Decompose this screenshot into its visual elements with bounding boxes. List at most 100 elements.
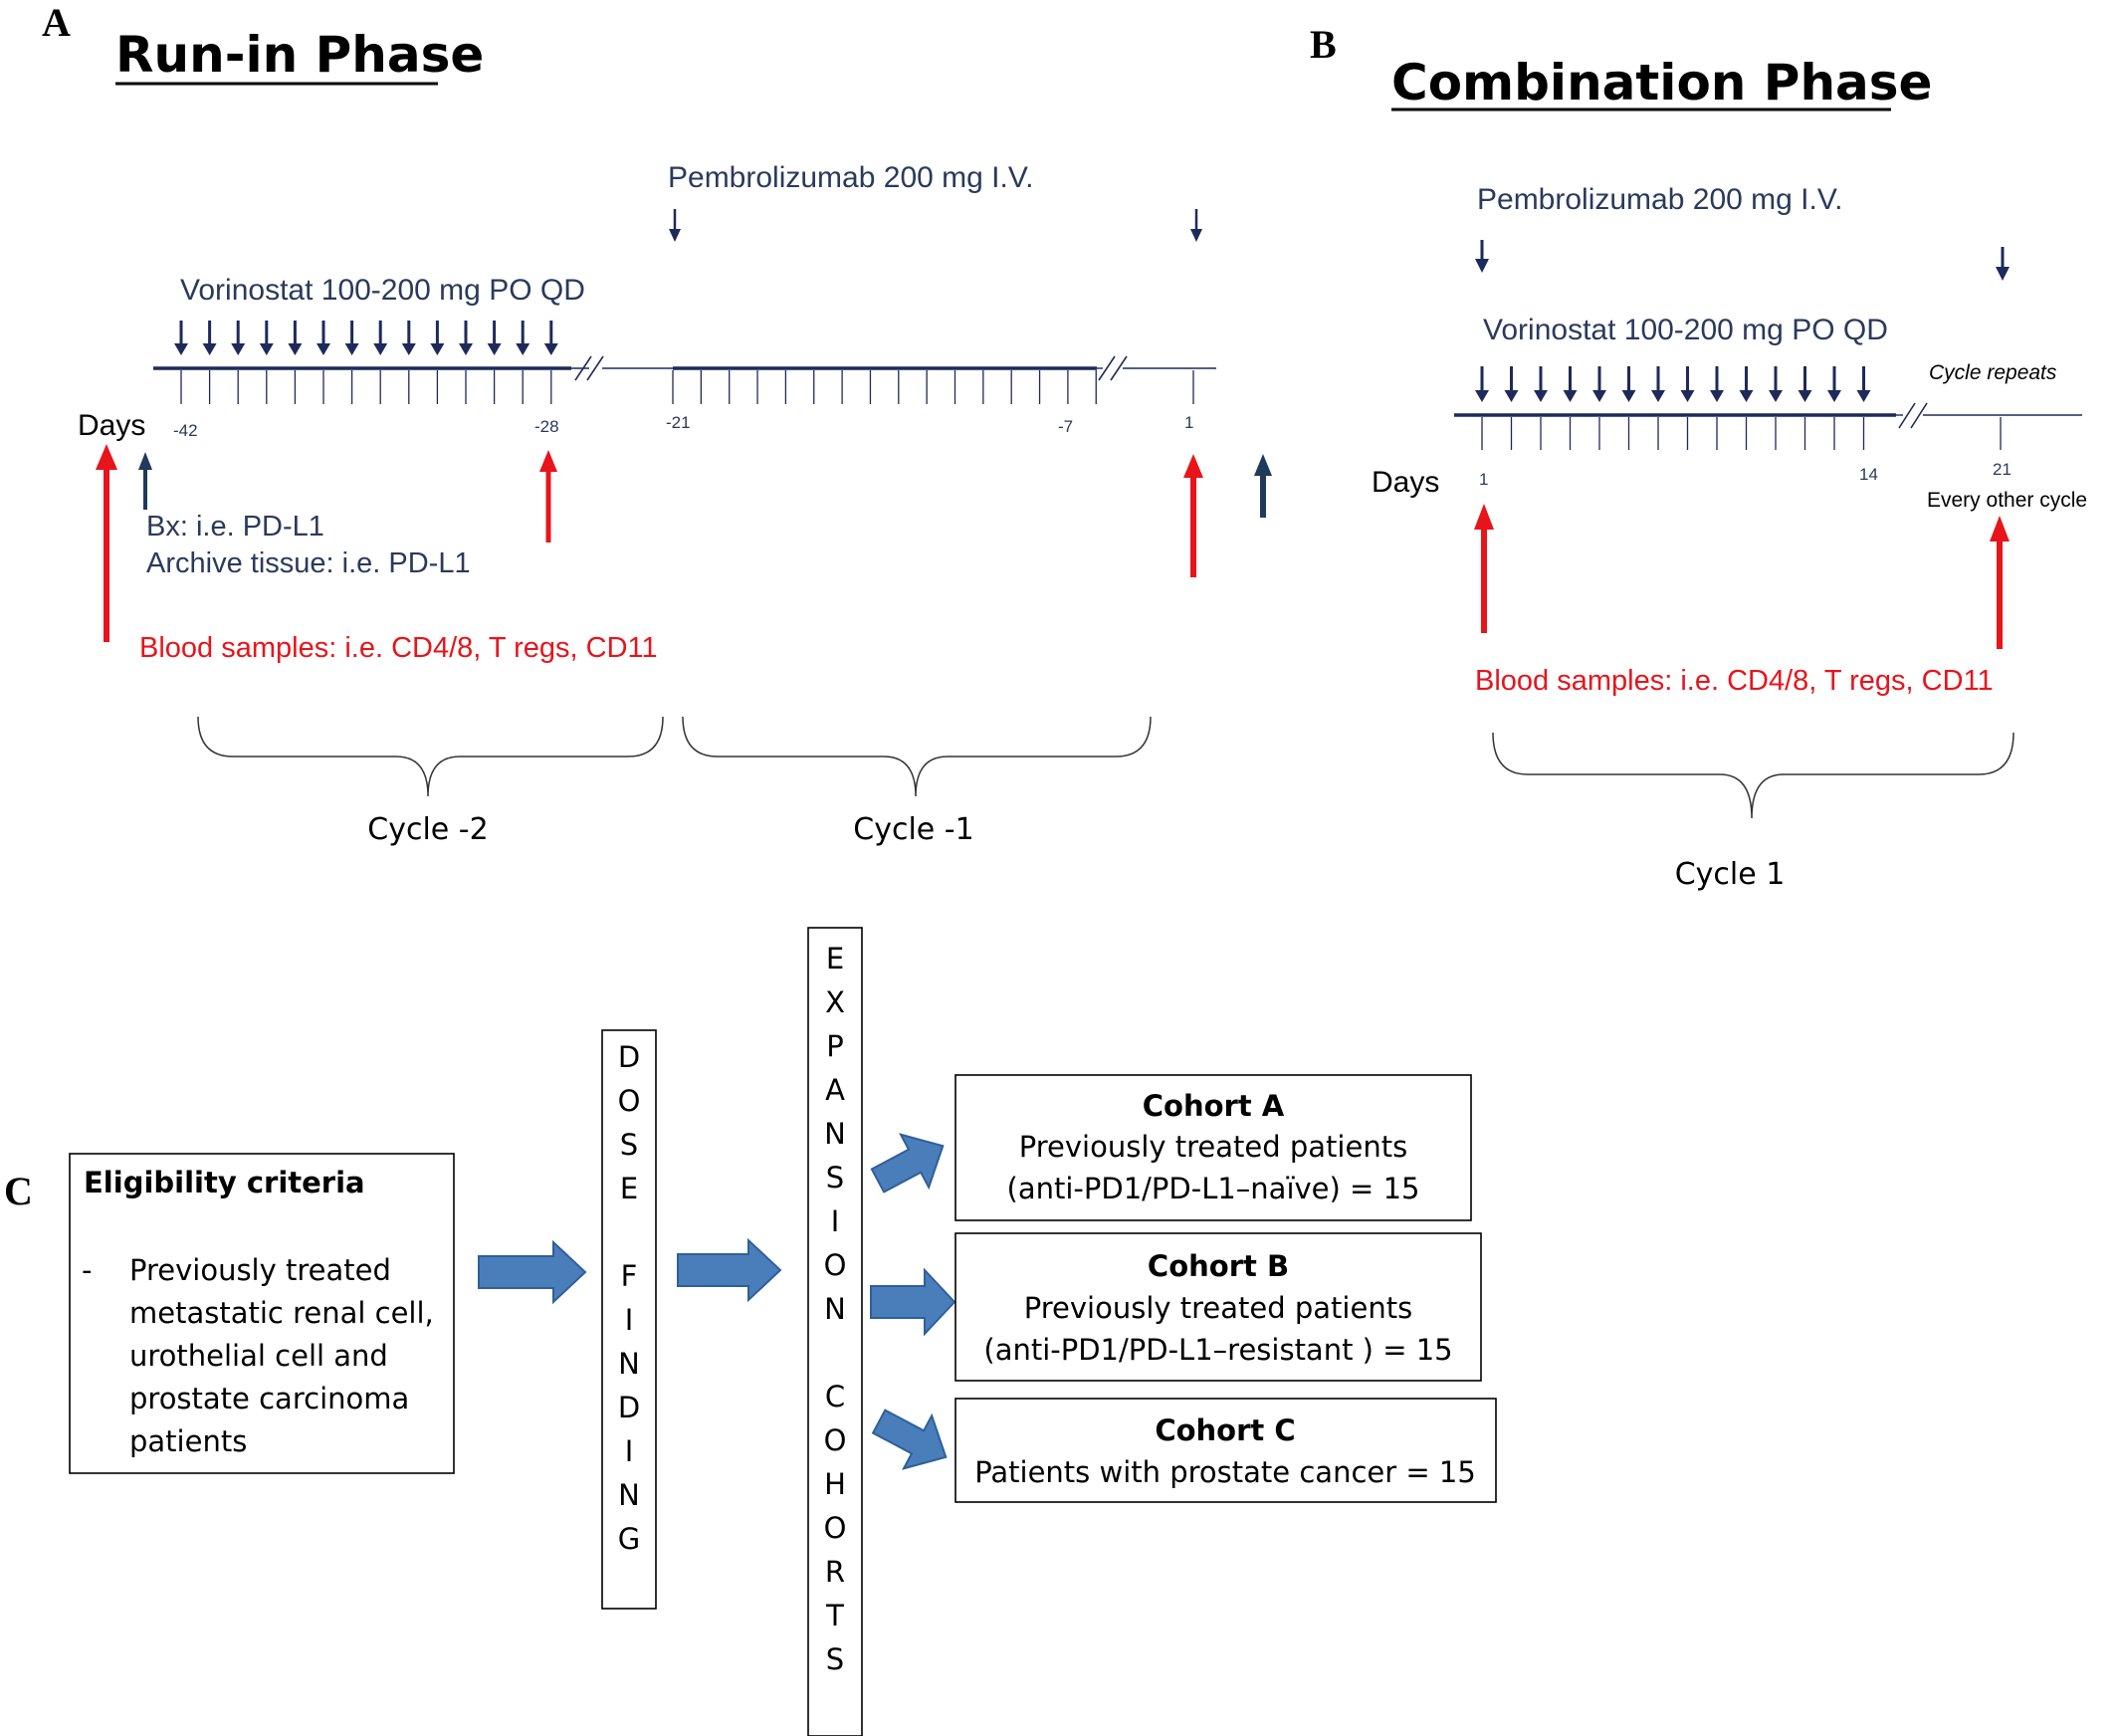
tick-label: 21: [1993, 460, 2012, 479]
dose-arrow: [516, 321, 530, 355]
cohort-title: Cohort C: [1155, 1413, 1295, 1447]
biopsy-arrow: [1254, 454, 1272, 518]
cycle-brace: [197, 716, 664, 797]
flow-arrow: [677, 1237, 782, 1303]
vertical-letter: S: [620, 1128, 638, 1162]
panel-a-title: Run-in Phase: [115, 26, 484, 84]
dose-arrow: [288, 321, 303, 355]
dose-arrow: [401, 321, 416, 355]
tick-label: 1: [1184, 413, 1193, 432]
vertical-letter: O: [824, 1248, 847, 1282]
biopsy-arrow: [138, 452, 152, 510]
panel-a: A Run-in Phase Pembrolizumab 200 mg I.V.…: [42, 0, 1272, 847]
dose-arrow: [543, 321, 558, 355]
cycle-repeats-label: Cycle repeats: [1929, 361, 2057, 384]
dose-arrow: [317, 321, 330, 355]
dose-arrow: [1739, 366, 1754, 402]
tick-label: -21: [666, 413, 691, 432]
dose-arrow: [1563, 366, 1578, 402]
blood-sample-arrow: [1183, 454, 1203, 577]
eligibility-line: prostate carcinoma: [129, 1382, 409, 1415]
timeline-break-marks: [574, 355, 604, 381]
dose-arrow: [1651, 366, 1665, 402]
cohort-line: (anti-PD1/PD-L1–resistant ) = 15: [983, 1333, 1452, 1367]
tick-label: -28: [534, 417, 559, 436]
cohort-arrow: [871, 1409, 948, 1470]
timeline-ticks: [180, 370, 1194, 404]
archive-tissue-label: Archive tissue: i.e. PD-L1: [146, 547, 471, 579]
dose-arrow: [1798, 366, 1812, 402]
dose-arrow: [1856, 366, 1871, 402]
cohort-line: (anti-PD1/PD-L1–naïve) = 15: [1007, 1172, 1420, 1205]
dose-arrow: [1769, 366, 1783, 402]
pembrolizumab-dose-arrow: [1190, 209, 1202, 242]
tick-label: -7: [1058, 417, 1073, 436]
days-label: Days: [1372, 466, 1439, 499]
dose-finding-box: [601, 1029, 657, 1610]
dose-arrow: [174, 321, 188, 355]
panel-a-label: A: [42, 0, 71, 45]
dose-arrow: [1534, 366, 1548, 402]
panel-a-vorinostat-label: Vorinostat 100-200 mg PO QD: [180, 274, 585, 307]
panel-c-label: C: [4, 1169, 33, 1213]
cohort-title: Cohort B: [1148, 1249, 1289, 1283]
dose-arrow: [259, 321, 274, 355]
vertical-letter: F: [621, 1259, 638, 1293]
panel-b-pembrolizumab-label: Pembrolizumab 200 mg I.V.: [1477, 183, 1842, 216]
tick-label: 14: [1859, 465, 1878, 484]
vertical-letter: X: [825, 985, 845, 1019]
dose-arrow: [1680, 366, 1695, 402]
days-label: Days: [78, 409, 145, 442]
eligibility-line: metastatic renal cell,: [129, 1296, 434, 1330]
cohort-line: Previously treated patients: [1019, 1130, 1407, 1164]
timeline-ticks: [1481, 417, 2002, 450]
vertical-letter: O: [618, 1084, 641, 1118]
vertical-letter: A: [825, 1073, 845, 1107]
vertical-letter: N: [618, 1347, 640, 1381]
cycle-label: Cycle -1: [853, 812, 973, 847]
cohort-line: Patients with prostate cancer = 15: [974, 1455, 1476, 1489]
dose-arrow: [344, 321, 359, 355]
cohort-a-box: [954, 1074, 1472, 1221]
blood-samples-label: Blood samples: i.e. CD4/8, T regs, CD11: [1475, 665, 1994, 697]
vertical-letter: O: [824, 1511, 847, 1545]
vertical-letter: E: [620, 1172, 638, 1205]
dose-arrow: [1621, 366, 1636, 402]
vertical-letter: R: [825, 1555, 845, 1589]
dose-arrow: [1592, 366, 1606, 402]
vorinostat-dose-arrows: [1475, 366, 1871, 402]
timeline-break-marks: [1098, 355, 1128, 381]
panel-b-label: B: [1310, 22, 1337, 67]
vertical-letter: I: [831, 1204, 840, 1238]
panel-c: C Eligibility criteria - Previously trea…: [4, 927, 1497, 1736]
vertical-letter: C: [825, 1380, 845, 1413]
flow-arrow: [478, 1239, 587, 1305]
blood-sample-arrow: [96, 444, 117, 642]
dose-arrow: [231, 321, 246, 355]
tick-label: -42: [173, 421, 198, 440]
vertical-letter: N: [618, 1478, 640, 1512]
vertical-letter: P: [826, 1029, 844, 1063]
vertical-letter: T: [825, 1599, 844, 1632]
vertical-letter: S: [826, 1161, 844, 1194]
blood-sample-arrow: [1990, 516, 2010, 649]
panel-b-title: Combination Phase: [1391, 54, 1932, 111]
expansion-cohorts-box: [807, 927, 863, 1736]
vertical-letter: S: [826, 1642, 844, 1676]
biopsy-label: Bx: i.e. PD-L1: [146, 511, 324, 542]
vertical-letter: D: [618, 1391, 640, 1424]
eligibility-dash: -: [82, 1253, 92, 1287]
eligibility-line: Previously treated: [129, 1253, 391, 1287]
eligibility-line: patients: [129, 1424, 247, 1458]
vorinostat-dose-arrows: [174, 321, 558, 355]
dose-arrow: [202, 321, 217, 355]
tick-label: 1: [1479, 470, 1488, 489]
vertical-letter: N: [824, 1117, 846, 1151]
cycle-brace: [682, 716, 1152, 797]
vertical-letter: E: [826, 942, 844, 976]
cohort-c-box: [954, 1398, 1497, 1503]
cohort-title: Cohort A: [1143, 1089, 1285, 1123]
pembrolizumab-dose-arrow: [1996, 247, 2010, 281]
